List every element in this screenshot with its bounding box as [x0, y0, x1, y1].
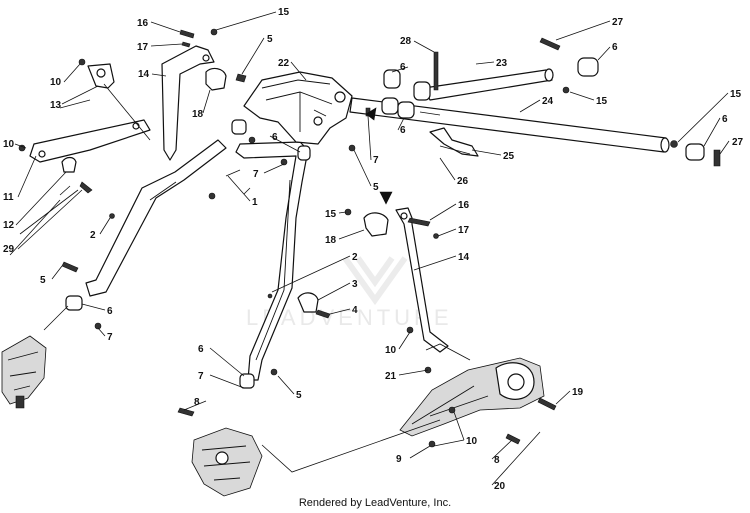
- callout-6: 6: [612, 42, 618, 53]
- callout-8: 8: [494, 455, 500, 466]
- callout-9: 9: [396, 454, 402, 465]
- callout-15: 15: [596, 96, 608, 107]
- callout-6: 6: [198, 344, 204, 355]
- callout-7: 7: [107, 332, 113, 343]
- callout-16: 16: [458, 200, 470, 211]
- callout-1: 1: [252, 197, 258, 208]
- callout-23: 23: [496, 58, 508, 69]
- callout-18: 18: [325, 235, 337, 246]
- callout-10: 10: [50, 77, 62, 88]
- part-3-clamp: [297, 292, 319, 313]
- callout-leaders: [14, 11, 730, 486]
- callout-27: 27: [612, 17, 624, 28]
- callout-15: 15: [730, 89, 742, 100]
- callout-11: 11: [3, 192, 14, 203]
- callout-3: 3: [352, 279, 358, 290]
- part-25-bracket: [429, 127, 479, 157]
- callout-12: 12: [3, 220, 15, 231]
- part-24-cross-tube: [349, 97, 670, 153]
- callout-19: 19: [572, 387, 584, 398]
- callout-4: 4: [352, 305, 358, 316]
- callout-27: 27: [732, 137, 744, 148]
- callout-21: 21: [385, 371, 397, 382]
- callout-14: 14: [138, 69, 150, 80]
- footer-credit: Rendered by LeadVenture, Inc.: [298, 497, 452, 509]
- callout-2: 2: [90, 230, 96, 241]
- callout-6: 6: [107, 306, 113, 317]
- centre-knuckle: [191, 427, 263, 497]
- callout-6: 6: [272, 132, 278, 143]
- callout-16: 16: [137, 18, 149, 29]
- callout-7: 7: [198, 371, 204, 382]
- part-1-steering-rod: [85, 139, 309, 381]
- callout-22: 22: [278, 58, 290, 69]
- callout-5: 5: [296, 390, 302, 401]
- callout-15: 15: [278, 7, 290, 18]
- callout-6: 6: [400, 62, 406, 73]
- callout-14: 14: [458, 252, 470, 263]
- callout-29: 29: [3, 244, 15, 255]
- callout-28: 28: [400, 36, 412, 47]
- part-14-left-bracket: [161, 45, 215, 161]
- part-23-upper-tube: [423, 68, 554, 101]
- part-22-steering-bracket: [243, 71, 353, 145]
- callout-10: 10: [466, 436, 478, 447]
- callout-10: 10: [385, 345, 397, 356]
- right-spindle: [399, 357, 545, 437]
- callout-6: 6: [722, 114, 728, 125]
- left-knuckle: [1, 335, 47, 409]
- callout-8: 8: [194, 397, 200, 408]
- part-14-right-bracket: [395, 207, 449, 353]
- callout-labels: 16 17 15 5 10 14 13 18 22 28 6 23 27 6 1…: [3, 7, 744, 492]
- pointer-arrows: [365, 107, 393, 205]
- part-13-bracket: [87, 63, 115, 89]
- callout-15: 15: [325, 209, 337, 220]
- callout-5: 5: [373, 182, 379, 193]
- callout-5: 5: [267, 34, 273, 45]
- callout-20: 20: [494, 481, 506, 492]
- callout-17: 17: [458, 225, 470, 236]
- callout-17: 17: [137, 42, 149, 53]
- callout-6: 6: [400, 125, 406, 136]
- callout-7: 7: [373, 155, 379, 166]
- hardware: [18, 28, 721, 448]
- callout-5: 5: [40, 275, 46, 286]
- callout-25: 25: [503, 151, 515, 162]
- part-11-arm: [29, 119, 151, 173]
- leader-lines: [9, 83, 471, 473]
- callout-2: 2: [352, 252, 358, 263]
- callout-24: 24: [542, 96, 554, 107]
- callout-26: 26: [457, 176, 469, 187]
- callout-18: 18: [192, 109, 204, 120]
- part-6-bushings: [65, 57, 705, 389]
- callout-13: 13: [50, 100, 62, 111]
- callout-10: 10: [3, 139, 15, 150]
- callout-7: 7: [253, 169, 259, 180]
- part-18-clamps: [205, 67, 389, 237]
